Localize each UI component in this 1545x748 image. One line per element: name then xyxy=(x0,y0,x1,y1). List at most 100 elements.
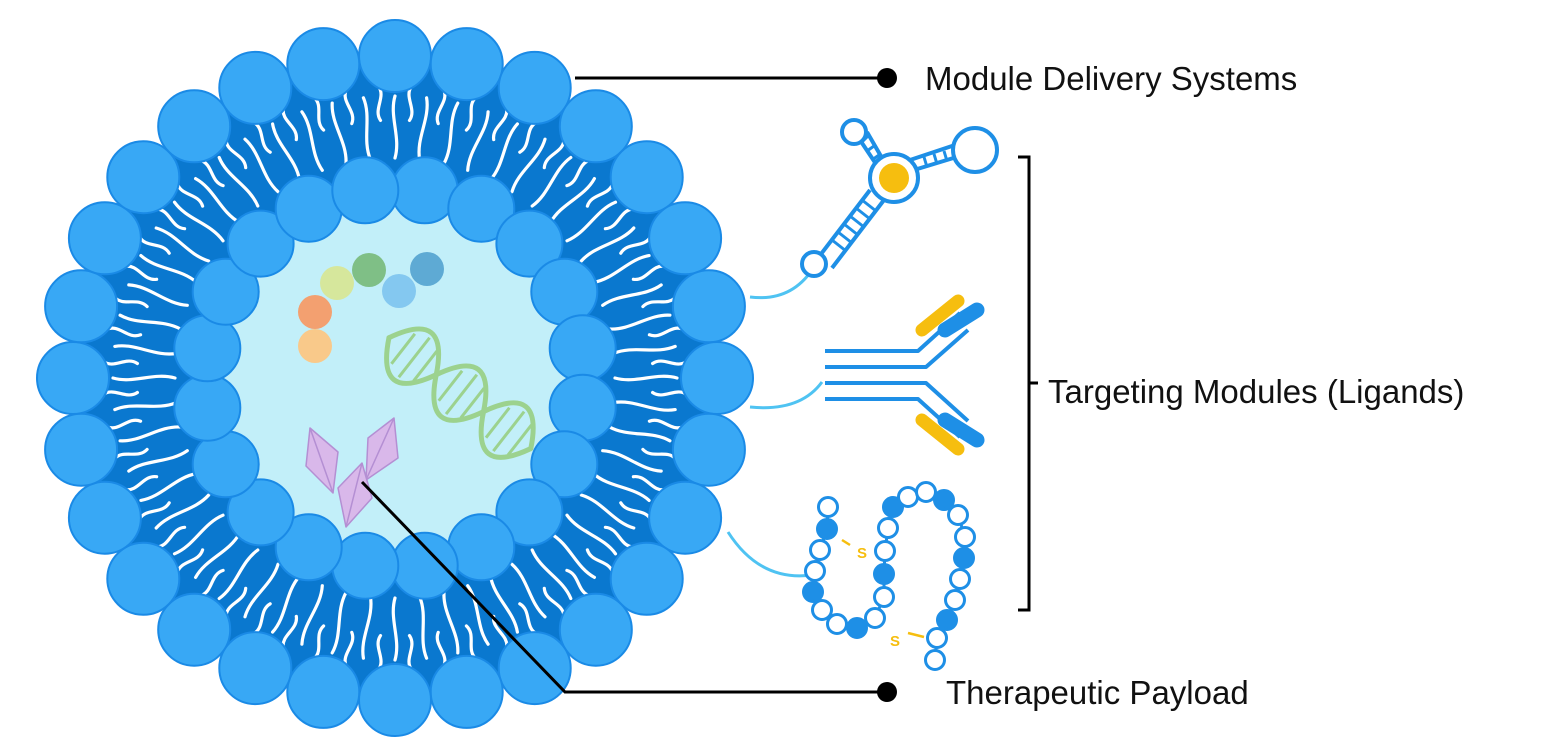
amino-acid-bead xyxy=(873,563,895,585)
aptamer-icon xyxy=(800,118,999,278)
lipid-tail xyxy=(530,548,573,601)
outer-lipid-head xyxy=(680,341,754,415)
lipid-tail xyxy=(549,177,596,224)
amino-acid-bead xyxy=(924,649,946,671)
outer-lipid-head xyxy=(67,480,142,555)
amino-acid-bead xyxy=(949,568,971,590)
inner-lipid-head xyxy=(173,373,242,442)
amino-acid-bead xyxy=(811,599,833,621)
amino-acid-bead xyxy=(947,504,969,526)
lipid-tail xyxy=(111,374,177,382)
lipid-tail xyxy=(612,344,677,355)
lipid-tail xyxy=(488,574,519,634)
lipid-tail xyxy=(194,177,241,224)
lipid-tail xyxy=(591,254,651,285)
outer-lipid-head xyxy=(609,140,684,215)
outer-lipid-head xyxy=(671,269,746,344)
disulfide-label: S xyxy=(857,545,867,562)
amino-acid-bead xyxy=(874,540,896,562)
lipid-tail xyxy=(607,425,672,443)
outer-lipid-head xyxy=(218,631,293,706)
amino-acid-bead xyxy=(915,481,937,503)
lipid-tail xyxy=(243,562,280,619)
inner-lipid-head xyxy=(331,156,400,225)
outer-lipid-heads xyxy=(36,19,754,737)
liposome-icon xyxy=(36,19,754,737)
amino-acid-bead xyxy=(944,589,966,611)
lipid-tail xyxy=(466,110,490,172)
amino-acid-bead xyxy=(816,518,838,540)
lipid-tail xyxy=(579,226,636,263)
lipid-tail xyxy=(113,401,178,412)
outer-lipid-head xyxy=(558,89,633,164)
outer-lipid-head xyxy=(218,50,293,125)
outer-lipid-head xyxy=(106,541,181,616)
amino-acid-bead xyxy=(926,627,948,649)
lipid-tail xyxy=(300,584,324,646)
lipid-tail xyxy=(466,584,490,646)
dna-helix-icon xyxy=(384,326,536,460)
inner-lipid-head xyxy=(226,209,295,278)
amino-acid-bead xyxy=(954,526,976,548)
outer-lipid-head xyxy=(157,89,232,164)
lipid-tail xyxy=(330,101,348,166)
amino-acid-bead xyxy=(953,547,975,569)
inner-lipid-head xyxy=(274,513,343,582)
outer-lipid-head xyxy=(648,201,723,276)
inner-lipid-head xyxy=(226,478,295,547)
lipid-tail xyxy=(601,449,663,473)
amino-acid-bead xyxy=(864,607,886,629)
lipid-tail xyxy=(565,513,618,556)
lipid-tail xyxy=(442,101,460,166)
peptide-chain-icon: S S xyxy=(802,481,976,671)
inner-lipid-head xyxy=(530,430,599,499)
lipid-tail xyxy=(510,137,547,194)
lipid-tail xyxy=(361,96,372,161)
lipid-tail xyxy=(417,96,429,161)
outer-lipid-head xyxy=(429,654,504,729)
inner-lipid-head xyxy=(390,531,459,600)
delivery-systems-label: Module Delivery Systems xyxy=(925,60,1297,97)
lipid-tail xyxy=(300,110,324,172)
lipid-tail xyxy=(579,493,636,530)
lipid-tail xyxy=(488,122,519,182)
amino-acid-bead xyxy=(804,560,826,582)
outer-lipid-head xyxy=(558,592,633,667)
lipid-tail xyxy=(113,344,178,356)
inner-lipid-head xyxy=(548,314,617,383)
amino-acid-bead xyxy=(826,613,848,635)
lipid-tail xyxy=(613,374,679,382)
lipid-tail xyxy=(565,200,618,243)
molecule-beads-icon xyxy=(298,252,444,363)
lipid-tail xyxy=(172,513,225,556)
amino-acid-bead xyxy=(846,617,868,639)
outer-lipid-head xyxy=(36,341,110,415)
lipid-tail xyxy=(612,400,677,412)
amino-acid-bead xyxy=(936,609,958,631)
disulfide-label: S xyxy=(890,633,900,650)
lipid-tail xyxy=(172,200,225,243)
lipid-tail xyxy=(361,595,373,660)
targeting-bracket xyxy=(1018,155,1038,612)
amino-acid-bead xyxy=(882,496,904,518)
outer-lipid-head xyxy=(609,541,684,616)
lipid-tail xyxy=(442,590,460,655)
therapeutic-payload-label: Therapeutic Payload xyxy=(946,674,1249,711)
outer-lipid-head xyxy=(286,654,361,729)
lipid-tail xyxy=(418,595,429,660)
lipid-tail xyxy=(139,471,199,502)
amino-acid-bead xyxy=(817,496,839,518)
outer-lipid-head xyxy=(44,269,119,344)
outer-lipid-head xyxy=(497,50,572,125)
amino-acid-bead xyxy=(933,489,955,511)
inner-lipid-head xyxy=(495,209,564,278)
lipid-tail xyxy=(194,532,241,579)
payload-pointer xyxy=(360,480,885,694)
antibody-icon xyxy=(825,294,985,456)
amino-acid-bead xyxy=(877,517,899,539)
inner-lipid-heads xyxy=(173,156,617,600)
lipid-tail xyxy=(591,471,651,502)
inner-lipid-head xyxy=(191,257,260,326)
lipid-tail xyxy=(154,226,211,263)
